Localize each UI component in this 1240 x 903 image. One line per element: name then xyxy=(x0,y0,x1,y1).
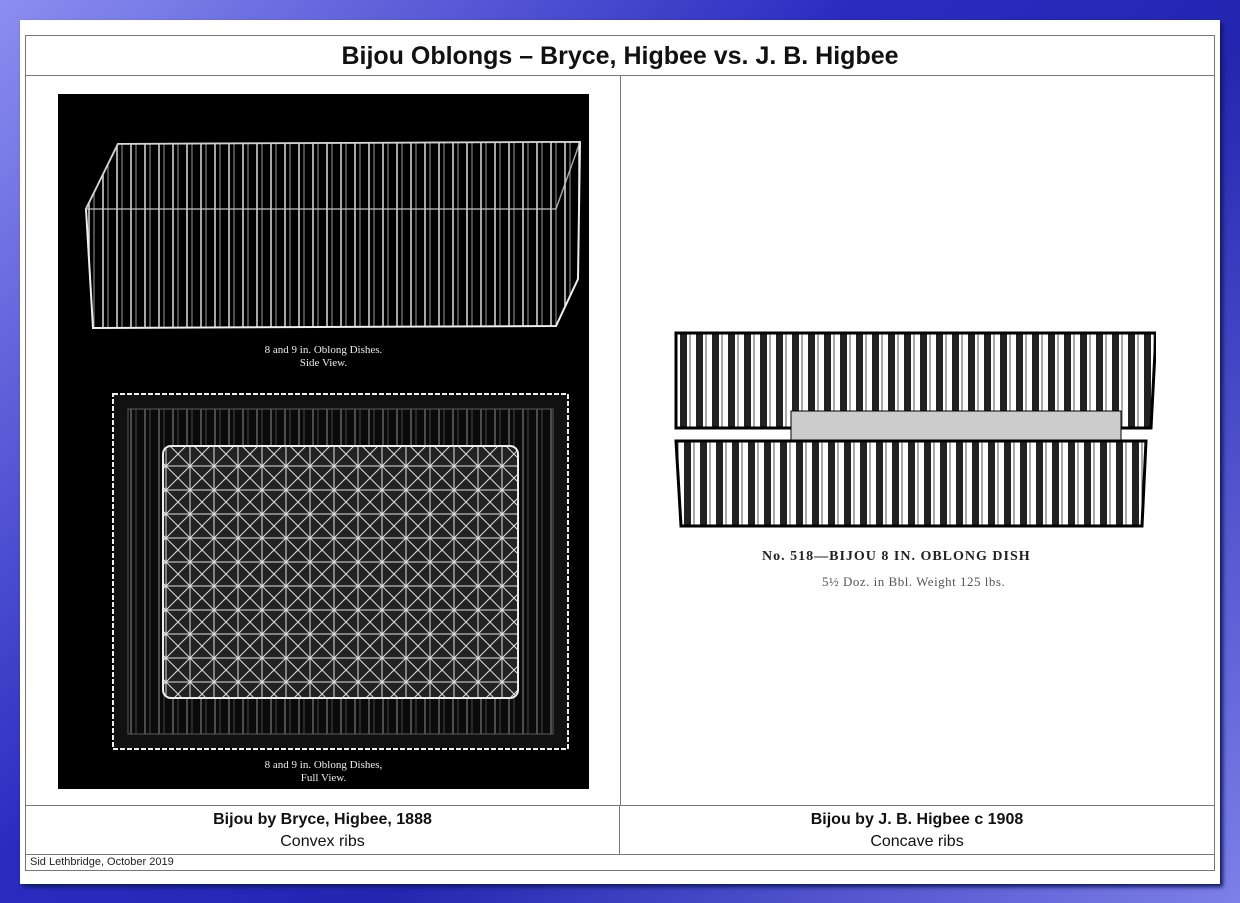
image-row: 8 and 9 in. Oblong Dishes. Side View. 8 … xyxy=(26,76,1214,806)
full-view-caption-line2: Full View. xyxy=(300,772,347,784)
full-view-caption-line1: 8 and 9 in. Oblong Dishes, xyxy=(264,759,383,771)
catalog-item-details: 5½ Doz. in Bbl. Weight 125 lbs. xyxy=(822,574,1006,589)
right-caption-title: Bijou by J. B. Higbee c 1908 xyxy=(810,811,1024,828)
side-view-caption-line2: Side View. xyxy=(299,357,348,369)
caption-row: Bijou by Bryce, Higbee, 1888 Convex ribs… xyxy=(26,806,1214,855)
right-caption: Bijou by J. B. Higbee c 1908 Concave rib… xyxy=(620,806,1214,854)
left-caption-title: Bijou by Bryce, Higbee, 1888 xyxy=(213,811,432,828)
side-view-caption-line1: 8 and 9 in. Oblong Dishes. xyxy=(264,344,383,356)
document-page: Bijou Oblongs – Bryce, Higbee vs. J. B. … xyxy=(20,20,1220,884)
catalog-item-title: No. 518—BIJOU 8 IN. OBLONG DISH xyxy=(762,549,1031,564)
left-caption-sub: Convex ribs xyxy=(280,833,365,850)
author-credit: Sid Lethbridge, October 2019 xyxy=(30,856,174,868)
higbee-dish-illustration xyxy=(674,331,1158,528)
column-divider xyxy=(620,76,621,805)
bryce-catalog-image: 8 and 9 in. Oblong Dishes. Side View. 8 … xyxy=(58,94,589,789)
bryce-dish-illustration xyxy=(84,140,582,750)
full-view-caption: 8 and 9 in. Oblong Dishes, Full View. xyxy=(58,759,589,785)
side-view-caption: 8 and 9 in. Oblong Dishes. Side View. xyxy=(58,344,589,370)
comparison-table: Bijou Oblongs – Bryce, Higbee vs. J. B. … xyxy=(25,35,1215,871)
page-title: Bijou Oblongs – Bryce, Higbee vs. J. B. … xyxy=(26,36,1214,76)
right-caption-sub: Concave ribs xyxy=(870,833,964,850)
higbee-catalog-image: No. 518—BIJOU 8 IN. OBLONG DISH 5½ Doz. … xyxy=(666,321,1158,589)
left-caption: Bijou by Bryce, Higbee, 1888 Convex ribs xyxy=(26,806,620,854)
